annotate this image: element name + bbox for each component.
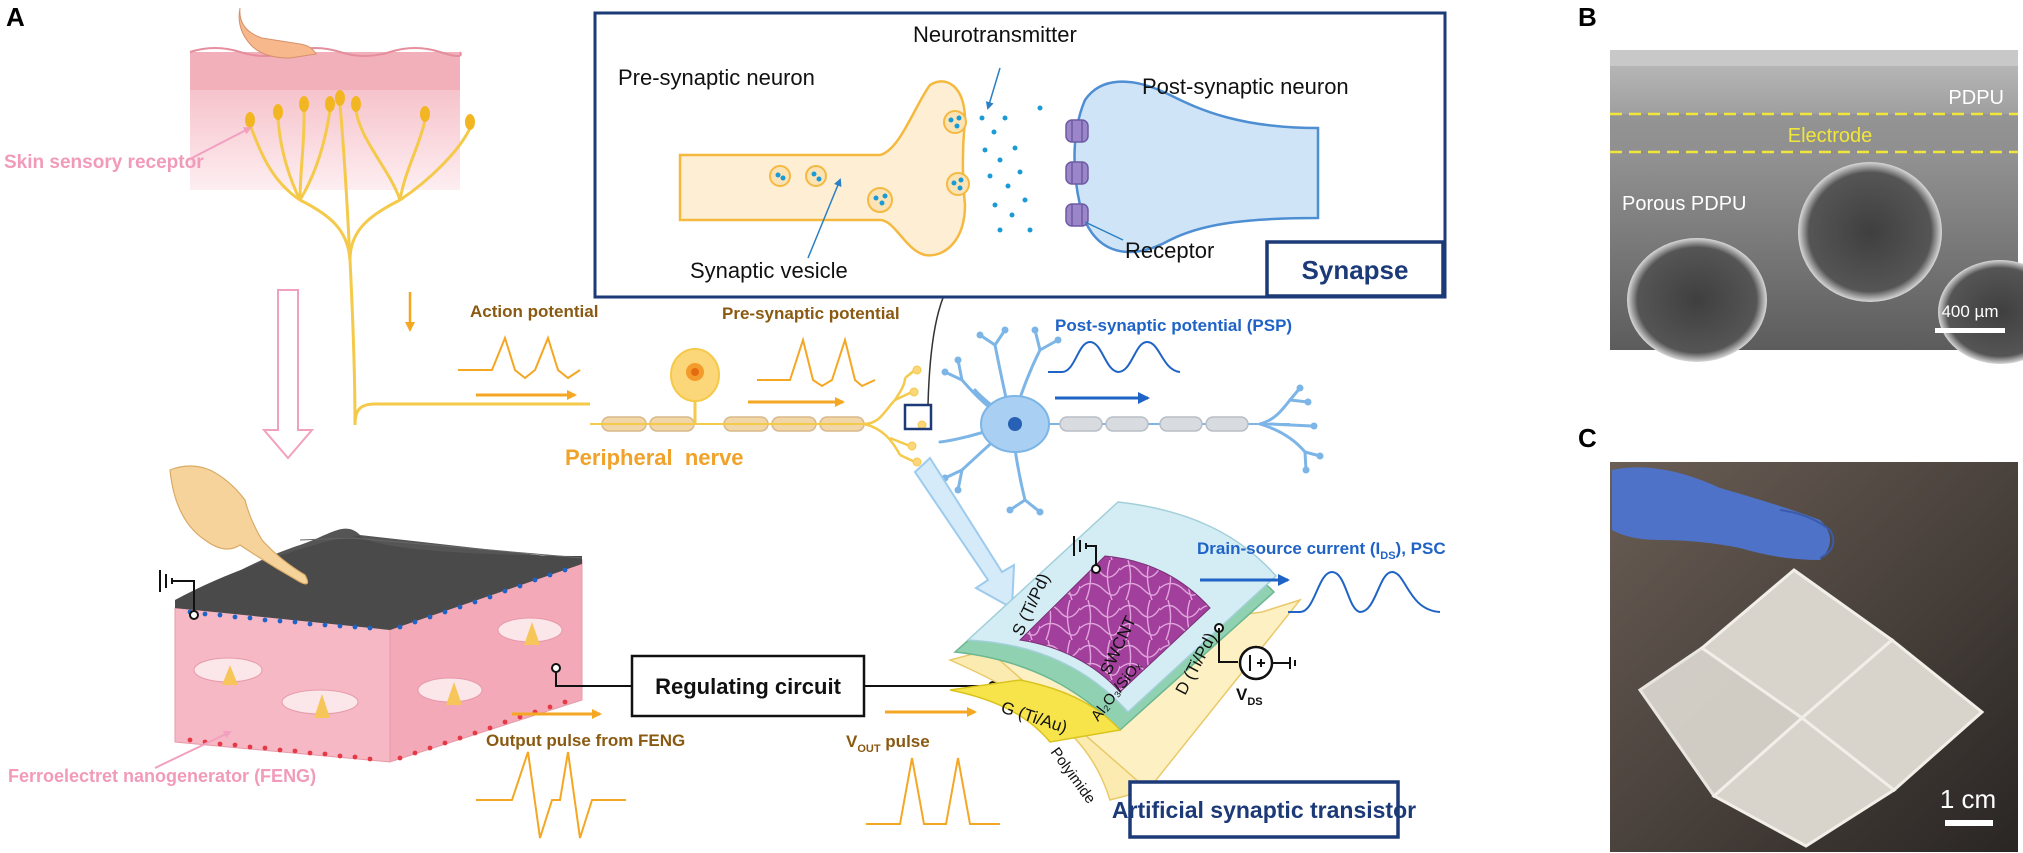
action-potential-wave (458, 335, 581, 380)
vout-label: VOUT pulse (846, 732, 930, 755)
skin-sensory-receptor-label: Skin sensory receptor (4, 152, 204, 173)
vds-source (1218, 628, 1296, 681)
regulating-circuit-box (630, 654, 866, 718)
output-pulse-wave (476, 751, 626, 839)
vout-pulse: pulse (881, 732, 930, 751)
peripheral-nerve-label: Peripheral nerve (565, 445, 744, 470)
skin-block (189, 47, 462, 190)
panel-label-b: B (1578, 2, 1597, 32)
ast-box (1128, 780, 1400, 839)
psp-wave (1048, 340, 1181, 374)
pre-synaptic-potential-label: Pre-synaptic potential (722, 304, 900, 323)
finger-icon (238, 7, 317, 59)
synaptic-transistor (947, 501, 1303, 801)
feng-side-terminal (551, 663, 561, 673)
sem-porous-label: Porous PDPU (1622, 193, 1747, 215)
skin-pointer-line (187, 127, 252, 161)
nerve-terminal-boutons (907, 365, 927, 467)
vds-sub: DS (1247, 696, 1262, 708)
feng-pointer-line (154, 730, 232, 769)
ids-pre: Drain-source current (I (1197, 539, 1380, 558)
feng-ground (159, 570, 195, 612)
pink-down-arrow (261, 289, 315, 460)
sensory-receptor-tree (248, 104, 590, 426)
vout-v: V (846, 732, 858, 751)
vds-v: V (1236, 685, 1248, 704)
receptor-endings (245, 90, 475, 130)
synapse-label: Synapse (1302, 255, 1409, 285)
pre-synaptic-neuron-label: Pre-synaptic neuron (618, 65, 815, 90)
ids-post: ), PSC (1396, 539, 1446, 558)
synaptic-vesicle-label: Synaptic vesicle (690, 258, 848, 283)
nerve-terminal (863, 369, 916, 464)
synapse-zoom-box (903, 403, 933, 431)
sem-pdpu-label: PDPU (1948, 87, 2004, 109)
vds-label: VDS (1236, 685, 1263, 708)
panel-label-a: A (6, 2, 25, 32)
ids-sub: DS (1380, 550, 1395, 562)
feng-top-terminal (189, 610, 199, 620)
transistor-ground (1073, 536, 1097, 566)
device-photo (1610, 462, 2018, 852)
sem-image (1610, 50, 2023, 364)
vout-wave (866, 757, 1000, 825)
regulating-circuit-label: Regulating circuit (655, 674, 841, 699)
synapse-inset (593, 11, 1447, 299)
output-pulse-label: Output pulse from FENG (486, 731, 685, 750)
drain-source-wave (1288, 570, 1441, 614)
post-synaptic-neuron (938, 326, 1324, 516)
sem-electrode-label: Electrode (1788, 125, 1873, 147)
sem-scale-label: 400 µm (1941, 302, 1998, 321)
neurotransmitter-label: Neurotransmitter (913, 22, 1077, 47)
hand-icon (169, 465, 309, 585)
sensory-cell-body (670, 348, 720, 424)
action-potential-label: Action potential (470, 302, 598, 321)
feng-label: Ferroelectret nanogenerator (FENG) (8, 766, 316, 786)
photo-scale-label: 1 cm (1940, 784, 1996, 814)
vout-sub: OUT (857, 743, 881, 755)
panel-label-c: C (1578, 423, 1597, 453)
drain-source-label: Drain-source current (IDS), PSC (1197, 539, 1446, 562)
feng-wire (555, 672, 632, 687)
post-synaptic-neuron-label: Post-synaptic neuron (1142, 74, 1349, 99)
feng-device (174, 528, 583, 763)
receptor-label: Receptor (1125, 238, 1214, 263)
pre-synaptic-wave (757, 336, 876, 388)
ast-label: Artificial synaptic transistor (1112, 797, 1416, 823)
source-terminal (1091, 564, 1101, 574)
blue-hollow-arrow (913, 456, 1016, 610)
psp-label: Post-synaptic potential (PSP) (1055, 316, 1292, 335)
